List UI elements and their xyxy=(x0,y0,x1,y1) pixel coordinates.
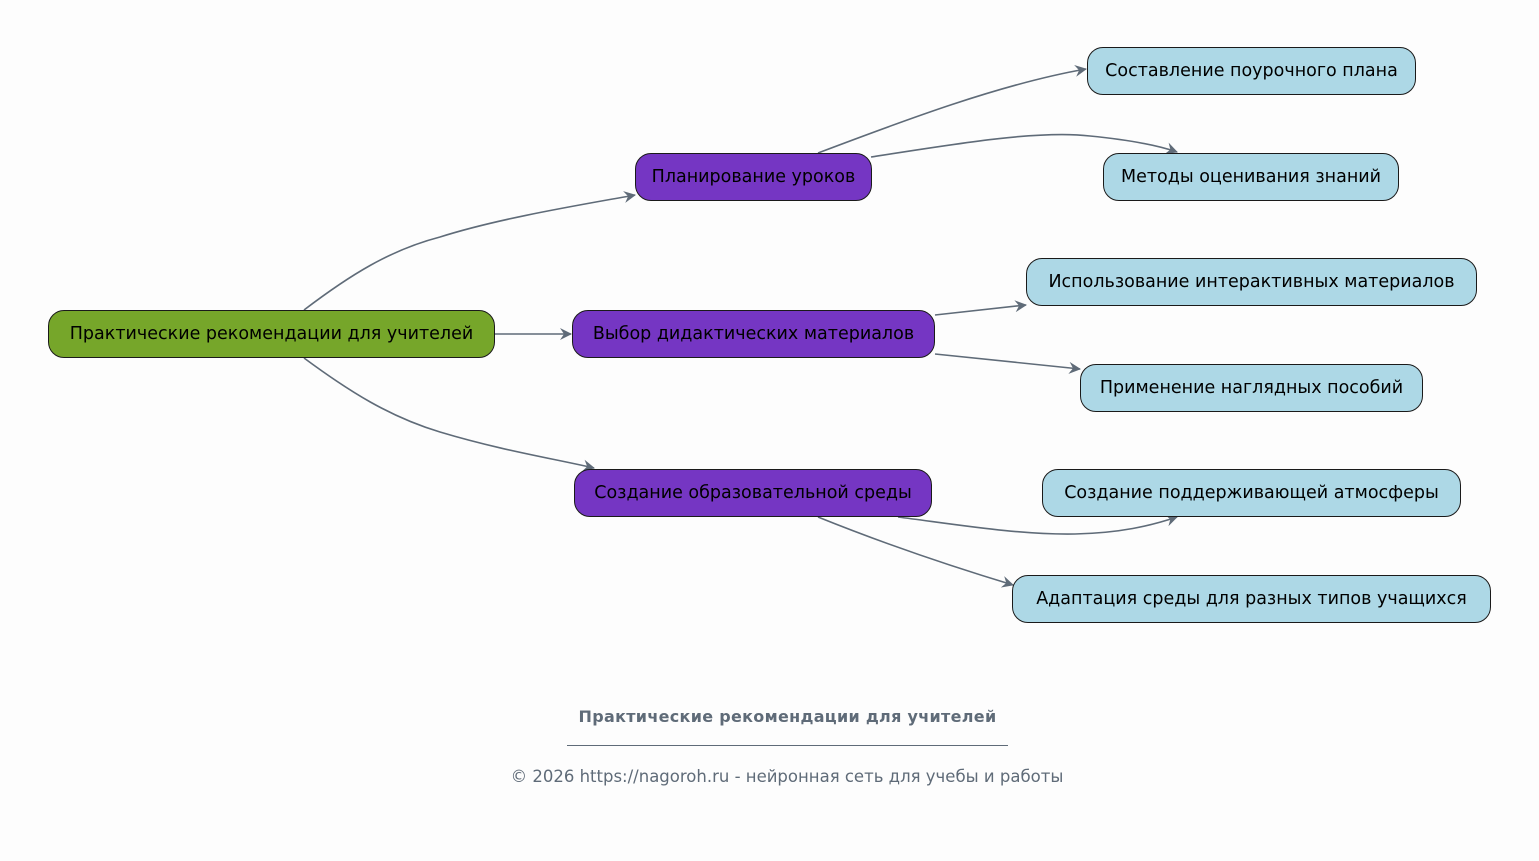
node-supportive-atmosphere[interactable]: Создание поддерживающей атмосферы xyxy=(1042,469,1461,517)
edge-b2-to-b2c1 xyxy=(934,300,1027,316)
edge-b2-to-b2c2 xyxy=(934,353,1081,374)
node-interactive-materials[interactable]: Использование интерактивных материалов xyxy=(1026,258,1477,306)
node-label: Планирование уроков xyxy=(651,167,856,187)
node-educational-environment[interactable]: Создание образовательной среды xyxy=(574,469,932,517)
node-label: Методы оценивания знаний xyxy=(1120,167,1382,187)
edge-b3-to-b3c2 xyxy=(817,516,1014,588)
node-didactic-materials[interactable]: Выбор дидактических материалов xyxy=(572,310,935,358)
node-visual-aids[interactable]: Применение наглядных пособий xyxy=(1080,364,1423,412)
node-label: Выбор дидактических материалов xyxy=(592,324,915,344)
edge-b1-to-b1c2 xyxy=(870,133,1178,158)
node-label: Использование интерактивных материалов xyxy=(1048,272,1455,292)
footer-copyright: © 2026 https://nagoroh.ru - нейронная се… xyxy=(510,767,1064,786)
edge-b3-to-b3c1 xyxy=(897,514,1178,535)
node-assessment-methods[interactable]: Методы оценивания знаний xyxy=(1103,153,1399,201)
node-label: Создание образовательной среды xyxy=(594,483,912,503)
node-label: Создание поддерживающей атмосферы xyxy=(1064,483,1439,503)
node-lesson-planning[interactable]: Планирование уроков xyxy=(635,153,872,201)
footer-divider xyxy=(567,745,1008,746)
node-root[interactable]: Практические рекомендации для учителей xyxy=(48,310,495,358)
edge-root-to-b1 xyxy=(303,191,636,311)
node-label: Применение наглядных пособий xyxy=(1099,378,1404,398)
node-environment-adaptation[interactable]: Адаптация среды для разных типов учащихс… xyxy=(1012,575,1491,623)
node-label: Практические рекомендации для учителей xyxy=(69,324,474,344)
edge-b1-to-b1c1 xyxy=(817,64,1087,154)
footer-title: Практические рекомендации для учителей xyxy=(578,707,997,726)
edge-root-to-b3 xyxy=(303,357,595,472)
node-lesson-plan[interactable]: Составление поурочного плана xyxy=(1087,47,1416,95)
node-label: Адаптация среды для разных типов учащихс… xyxy=(1036,589,1467,609)
node-label: Составление поурочного плана xyxy=(1105,61,1398,81)
